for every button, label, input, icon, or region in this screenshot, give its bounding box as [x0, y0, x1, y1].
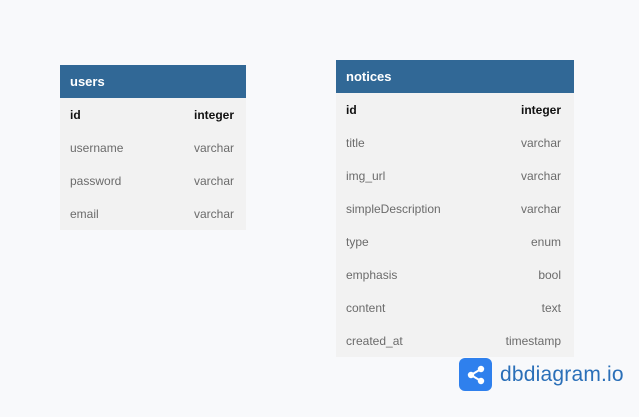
column-name: email	[70, 206, 99, 221]
column-type: varchar	[520, 168, 561, 183]
column-name: emphasis	[346, 267, 398, 282]
column-type: varchar	[193, 173, 234, 188]
column-type: varchar	[520, 135, 561, 150]
column-name: username	[70, 140, 124, 155]
column-type: varchar	[520, 201, 561, 216]
column-type: text	[541, 300, 561, 315]
column-name: created_at	[346, 333, 403, 348]
column-row[interactable]: title varchar	[336, 126, 574, 159]
column-type: bool	[538, 267, 561, 282]
column-type: timestamp	[505, 333, 561, 348]
column-name: img_url	[346, 168, 386, 183]
column-name: title	[346, 135, 365, 150]
notices-table[interactable]: notices id integer title varchar img_url…	[336, 60, 574, 357]
dbdiagram-branding[interactable]: dbdiagram.io	[459, 358, 624, 391]
column-row[interactable]: simpleDescription varchar	[336, 192, 574, 225]
column-row[interactable]: img_url varchar	[336, 159, 574, 192]
column-row[interactable]: email varchar	[60, 197, 246, 230]
table-header[interactable]: users	[60, 65, 246, 98]
share-nodes-icon	[459, 358, 492, 391]
column-row[interactable]: content text	[336, 291, 574, 324]
column-row[interactable]: username varchar	[60, 131, 246, 164]
column-name: simpleDescription	[346, 201, 441, 216]
column-row[interactable]: password varchar	[60, 164, 246, 197]
column-name: id	[346, 102, 357, 117]
column-type: integer	[193, 107, 234, 122]
column-name: password	[70, 173, 122, 188]
column-row[interactable]: created_at timestamp	[336, 324, 574, 357]
table-header[interactable]: notices	[336, 60, 574, 93]
column-type: varchar	[193, 140, 234, 155]
users-table[interactable]: users id integer username varchar passwo…	[60, 65, 246, 230]
column-row[interactable]: id integer	[336, 93, 574, 126]
column-type: integer	[520, 102, 561, 117]
column-row[interactable]: type enum	[336, 225, 574, 258]
column-row[interactable]: id integer	[60, 98, 246, 131]
brand-text: dbdiagram.io	[500, 362, 624, 386]
column-name: content	[346, 300, 386, 315]
column-name: id	[70, 107, 81, 122]
column-type: enum	[530, 234, 561, 249]
column-row[interactable]: emphasis bool	[336, 258, 574, 291]
column-name: type	[346, 234, 369, 249]
column-type: varchar	[193, 206, 234, 221]
